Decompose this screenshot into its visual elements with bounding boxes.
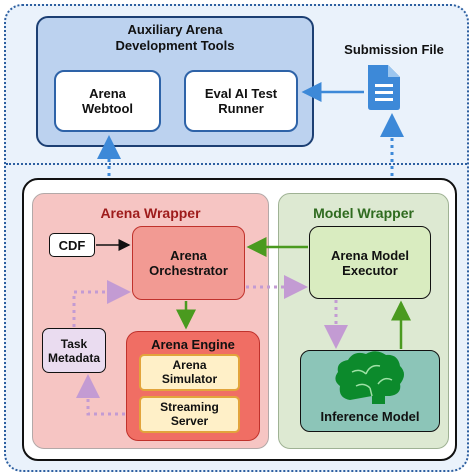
eval-ai-runner-box[interactable]: Eval AI Test Runner <box>184 70 298 132</box>
task-metadata-box[interactable]: Task Metadata <box>42 328 106 373</box>
arena-orchestrator-box[interactable]: Arena Orchestrator <box>132 226 245 300</box>
arrow-task-to-orchestrator <box>72 280 131 327</box>
submission-file-label: Submission File <box>344 42 444 57</box>
streaming-server-box[interactable]: Streaming Server <box>139 396 240 433</box>
arena-wrapper-title: Arena Wrapper <box>100 205 201 221</box>
aux-tools-title: Auxiliary Arena Development Tools <box>115 22 235 54</box>
document-icon <box>368 65 400 110</box>
cdf-box[interactable]: CDF <box>49 233 95 257</box>
inference-model-label: Inference Model <box>320 409 420 424</box>
arena-simulator-box[interactable]: Arena Simulator <box>139 354 240 391</box>
brain-icon <box>335 351 404 404</box>
model-wrapper-title: Model Wrapper <box>313 205 414 221</box>
arena-model-executor-box[interactable]: Arena Model Executor <box>309 226 431 299</box>
arena-webtool-box[interactable]: Arena Webtool <box>54 70 161 132</box>
separator-line <box>6 163 467 165</box>
arena-engine-title: Arena Engine <box>151 337 235 352</box>
arrow-engine-to-task <box>76 374 125 416</box>
